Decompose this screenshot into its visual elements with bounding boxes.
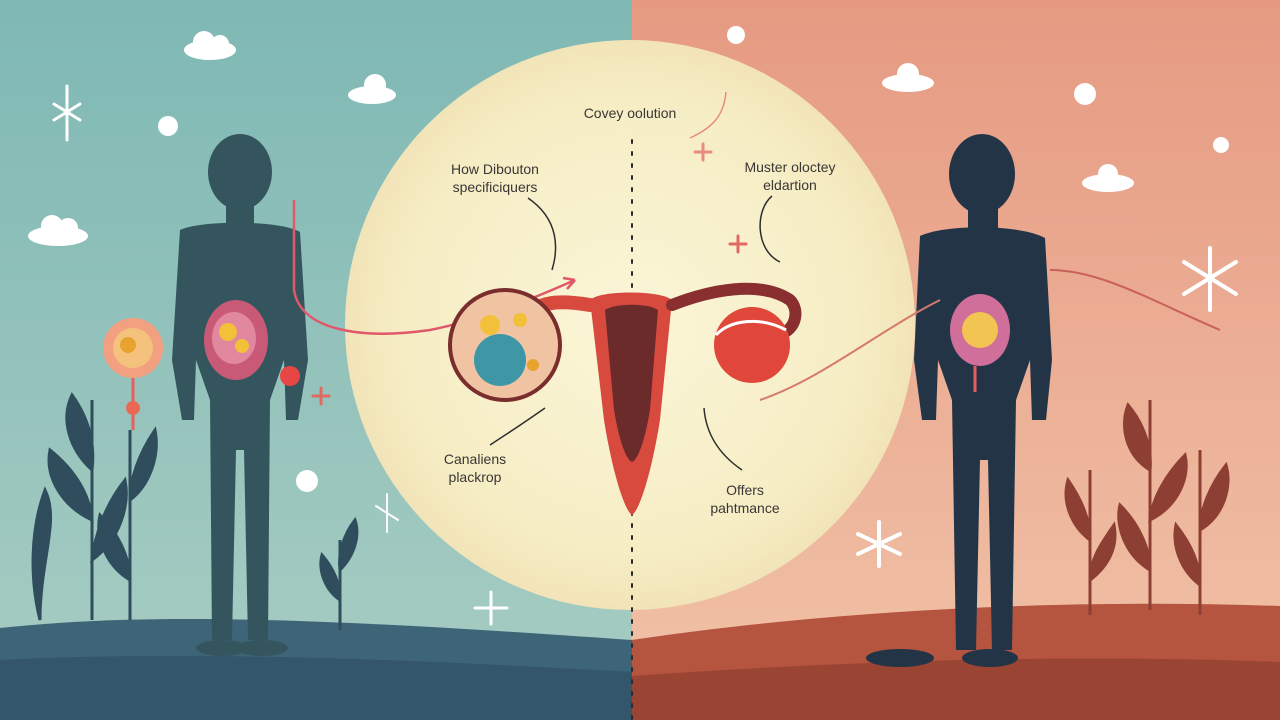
right-figure	[866, 134, 1052, 667]
left-ground-front	[0, 655, 632, 720]
plant-icon	[319, 516, 359, 630]
organ-icon	[204, 300, 268, 380]
organ-icon	[950, 294, 1010, 392]
cloud-icon	[28, 215, 88, 246]
organ-icon	[103, 318, 163, 430]
nerve-line	[759, 299, 941, 401]
cloud-icon	[348, 74, 396, 104]
label-right-bottom: Offers pahtmance	[710, 482, 780, 516]
leader-line	[703, 407, 743, 471]
leader-line	[689, 91, 727, 139]
uterus-diagram	[513, 282, 802, 515]
sparkle-icon	[1182, 246, 1238, 312]
plus-icon	[693, 142, 713, 162]
sparkle-icon	[52, 84, 82, 142]
plus-icon	[473, 590, 509, 626]
plus-icon	[728, 234, 748, 254]
leader-line	[527, 197, 557, 271]
leader-line	[489, 407, 546, 446]
cloud-icon	[184, 31, 236, 60]
label-right-top: Muster oloctey eldartion	[744, 159, 836, 193]
badge-icon	[280, 366, 300, 386]
label-left-top: How Dibouton specificiquers	[451, 161, 539, 195]
label-top-center: Covey oolution	[583, 105, 677, 121]
sparkle-icon	[856, 520, 902, 568]
dot-icon	[158, 116, 178, 136]
nerve-arrow	[562, 276, 576, 290]
cell-icon	[448, 288, 562, 402]
dot-icon	[1213, 137, 1229, 153]
leader-line	[759, 195, 781, 263]
dot-icon	[296, 470, 318, 492]
plus-icon	[311, 386, 331, 406]
right-ground-front	[632, 658, 1280, 720]
plant-icon	[1064, 400, 1230, 615]
dot-icon	[727, 26, 745, 44]
dot-icon	[1074, 83, 1096, 105]
plant-icon	[31, 392, 158, 621]
label-left-bottom: Canaliens plackrop	[443, 451, 507, 485]
nerve-line	[1049, 269, 1221, 331]
cloud-icon	[1082, 164, 1134, 192]
sparkle-icon	[375, 493, 399, 533]
cloud-icon	[882, 63, 934, 92]
